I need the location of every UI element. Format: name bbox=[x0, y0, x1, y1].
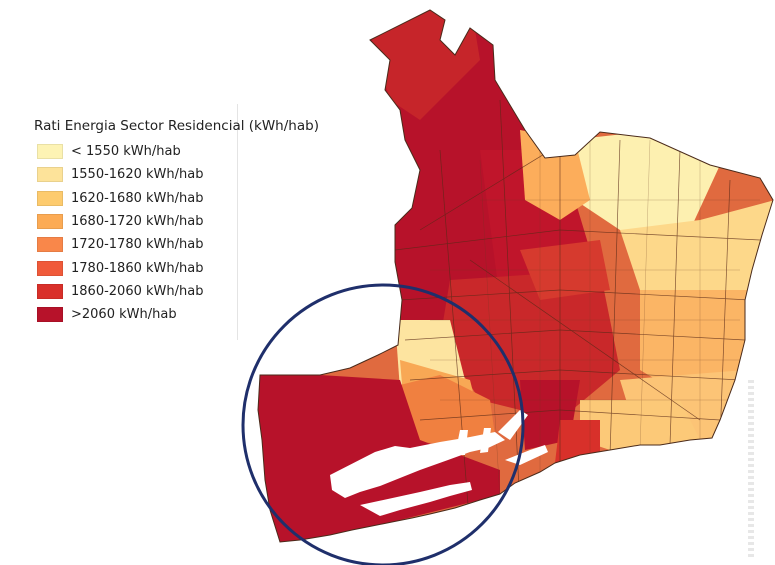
legend-title: Rati Energia Sector Residencial (kWh/hab… bbox=[34, 118, 319, 134]
legend-items: < 1550 kWh/hab 1550-1620 kWh/hab 1620-16… bbox=[34, 140, 237, 326]
district-barceloneta bbox=[555, 420, 600, 463]
legend-item: 1620-1680 kWh/hab bbox=[34, 187, 237, 210]
legend-swatch bbox=[37, 307, 63, 323]
legend-swatch bbox=[37, 167, 63, 183]
legend-item: 1720-1780 kWh/hab bbox=[34, 233, 237, 256]
legend-item: < 1550 kWh/hab bbox=[34, 140, 237, 163]
district-montjuic bbox=[400, 375, 495, 445]
legend-item: 1780-1860 kWh/hab bbox=[34, 256, 237, 279]
map-legend: Rati Energia Sector Residencial (kWh/hab… bbox=[16, 104, 319, 340]
legend-swatch bbox=[37, 214, 63, 230]
legend-label: 1720-1780 kWh/hab bbox=[71, 237, 204, 253]
legend-label: 1680-1720 kWh/hab bbox=[71, 214, 204, 230]
legend-item: 1860-2060 kWh/hab bbox=[34, 280, 237, 303]
harbour-basins bbox=[330, 410, 548, 516]
legend-label: 1620-1680 kWh/hab bbox=[71, 190, 204, 206]
legend-item: >2060 kWh/hab bbox=[34, 303, 237, 326]
legend-label: >2060 kWh/hab bbox=[71, 307, 177, 323]
legend-swatch bbox=[37, 283, 63, 299]
legend-label: < 1550 kWh/hab bbox=[71, 144, 181, 160]
edge-artifact bbox=[748, 380, 754, 560]
legend-label: 1860-2060 kWh/hab bbox=[71, 283, 204, 299]
legend-swatch bbox=[37, 237, 63, 253]
highlight-circle bbox=[241, 283, 525, 565]
legend-swatch bbox=[37, 260, 63, 276]
legend-item: 1680-1720 kWh/hab bbox=[34, 210, 237, 233]
legend-swatch bbox=[37, 190, 63, 206]
district-nou-barris bbox=[570, 130, 720, 230]
legend-item: 1550-1620 kWh/hab bbox=[34, 163, 237, 186]
legend-swatch bbox=[37, 144, 63, 160]
legend-label: 1780-1860 kWh/hab bbox=[71, 260, 204, 276]
legend-label: 1550-1620 kWh/hab bbox=[71, 167, 204, 183]
city-outline bbox=[257, 9, 774, 543]
